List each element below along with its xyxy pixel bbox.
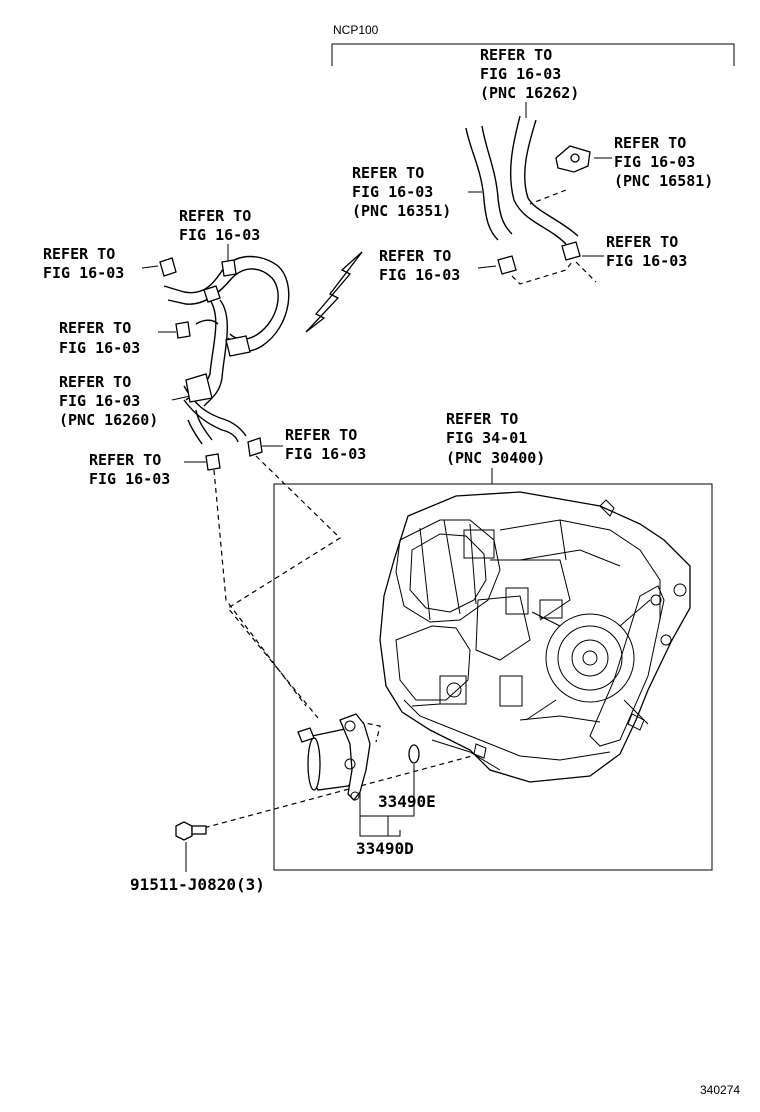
part-number-91511-j0820[interactable]: 91511-J0820(3) bbox=[130, 875, 265, 894]
oil-cooler-33490d bbox=[297, 713, 371, 801]
svg-text:REFER TO: REFER TO bbox=[285, 426, 357, 444]
drawing-number: 340274 bbox=[700, 1083, 740, 1097]
svg-text:FIG 16-03: FIG 16-03 bbox=[89, 470, 170, 488]
clip-hose-upper bbox=[203, 285, 221, 303]
clip-right bbox=[561, 241, 581, 261]
svg-text:FIG 16-03: FIG 16-03 bbox=[352, 183, 433, 201]
transaxle-assembly bbox=[379, 491, 691, 783]
svg-text:FIG 16-03: FIG 16-03 bbox=[59, 339, 140, 357]
svg-text:(PNC 16351): (PNC 16351) bbox=[352, 202, 451, 220]
differential-housing bbox=[545, 613, 635, 703]
svg-text:REFER TO: REFER TO bbox=[59, 319, 131, 337]
svg-text:FIG 34-01: FIG 34-01 bbox=[446, 429, 527, 447]
clip-hose-mid bbox=[225, 335, 251, 357]
part-number-33490d[interactable]: 33490D bbox=[356, 839, 414, 858]
svg-text:(PNC 16262): (PNC 16262) bbox=[480, 84, 579, 102]
upper-right-hoses bbox=[465, 115, 597, 285]
leader-33490e bbox=[359, 786, 415, 817]
callout-pnc-30400[interactable]: REFER TO FIG 34-01 (PNC 30400) bbox=[446, 410, 545, 467]
svg-text:(PNC 30400): (PNC 30400) bbox=[446, 449, 545, 467]
svg-text:(PNC 16581): (PNC 16581) bbox=[614, 172, 713, 190]
leader-33490d-bracket bbox=[359, 816, 401, 837]
callout-pnc-16262[interactable]: REFER TO FIG 16-03 (PNC 16262) bbox=[480, 46, 579, 102]
svg-text:REFER TO: REFER TO bbox=[59, 373, 131, 391]
svg-text:REFER TO: REFER TO bbox=[179, 207, 251, 225]
svg-text:FIG 16-03: FIG 16-03 bbox=[43, 264, 124, 282]
callout-fig-16-03-lower-left-clip[interactable]: REFER TO FIG 16-03 bbox=[89, 451, 170, 488]
transaxle-frame bbox=[273, 483, 713, 871]
clip-mid bbox=[175, 321, 191, 339]
callout-pnc-16260[interactable]: REFER TO FIG 16-03 (PNC 16260) bbox=[59, 373, 158, 429]
clip-lower-left bbox=[205, 453, 221, 471]
hose-junction-16260 bbox=[185, 373, 213, 403]
callout-fig-16-03-right-clip[interactable]: REFER TO FIG 16-03 bbox=[606, 233, 687, 270]
callout-fig-16-03-lower-right-clip[interactable]: REFER TO FIG 16-03 bbox=[285, 426, 366, 463]
model-code-label: NCP100 bbox=[333, 23, 379, 37]
svg-text:REFER TO: REFER TO bbox=[480, 46, 552, 64]
svg-text:REFER TO: REFER TO bbox=[614, 134, 686, 152]
callout-fig-16-03-upper-clip[interactable]: REFER TO FIG 16-03 bbox=[179, 207, 260, 244]
svg-text:FIG 16-03: FIG 16-03 bbox=[614, 153, 695, 171]
model-bracket bbox=[331, 43, 735, 66]
callout-fig-16-03-mid-clip[interactable]: REFER TO FIG 16-03 bbox=[59, 319, 140, 357]
svg-text:REFER TO: REFER TO bbox=[352, 164, 424, 182]
svg-text:REFER TO: REFER TO bbox=[89, 451, 161, 469]
direction-arrow bbox=[305, 251, 363, 333]
svg-text:FIG 16-03: FIG 16-03 bbox=[179, 226, 260, 244]
bolt-91511-j0820 bbox=[175, 821, 207, 872]
svg-text:FIG 16-03: FIG 16-03 bbox=[606, 252, 687, 270]
svg-text:REFER TO: REFER TO bbox=[446, 410, 518, 428]
svg-text:(PNC 16260): (PNC 16260) bbox=[59, 411, 158, 429]
callout-pnc-16351[interactable]: REFER TO FIG 16-03 (PNC 16351) bbox=[352, 164, 451, 220]
clip-lower-right bbox=[247, 437, 263, 457]
callout-fig-16-03-center-clip[interactable]: REFER TO FIG 16-03 bbox=[379, 247, 460, 284]
svg-text:FIG 16-03: FIG 16-03 bbox=[59, 392, 140, 410]
clip-upper bbox=[221, 259, 237, 277]
left-hose-assembly bbox=[159, 255, 290, 471]
svg-text:REFER TO: REFER TO bbox=[43, 245, 115, 263]
svg-text:FIG 16-03: FIG 16-03 bbox=[285, 445, 366, 463]
callout-fig-16-03-left-clip[interactable]: REFER TO FIG 16-03 bbox=[43, 245, 124, 282]
callout-pnc-16581[interactable]: REFER TO FIG 16-03 (PNC 16581) bbox=[614, 134, 713, 190]
svg-text:REFER TO: REFER TO bbox=[379, 247, 451, 265]
clip-left bbox=[159, 257, 177, 277]
svg-text:FIG 16-03: FIG 16-03 bbox=[379, 266, 460, 284]
svg-text:FIG 16-03: FIG 16-03 bbox=[480, 65, 561, 83]
svg-text:REFER TO: REFER TO bbox=[606, 233, 678, 251]
clip-center bbox=[497, 255, 517, 275]
o-ring-33490e bbox=[408, 744, 420, 764]
part-number-33490e[interactable]: 33490E bbox=[378, 792, 436, 811]
